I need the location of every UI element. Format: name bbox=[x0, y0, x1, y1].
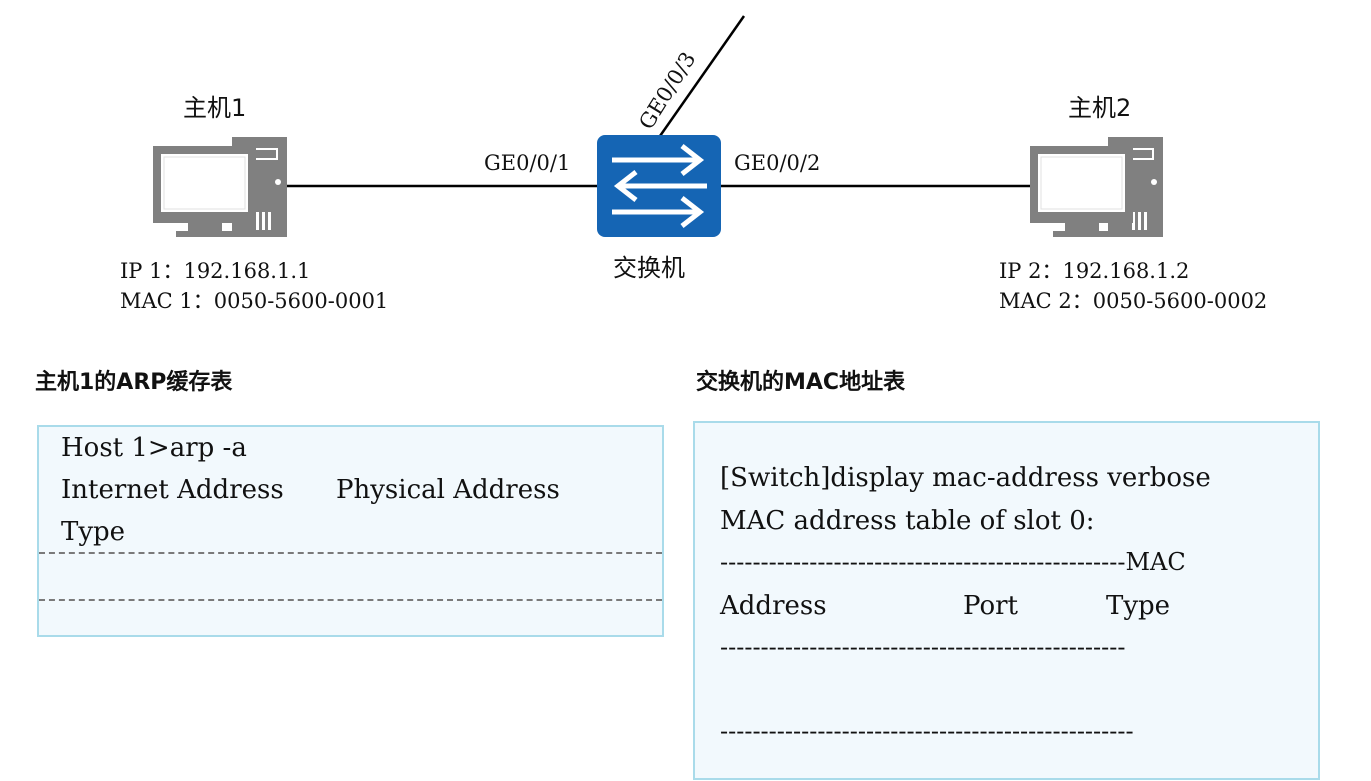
arp-command-line: Host 1>arp -a bbox=[61, 433, 247, 463]
mac-dash-line-bottom: ----------------------------------------… bbox=[720, 717, 1134, 745]
port-label-ge001: GE0/0/1 bbox=[484, 151, 571, 175]
arp-header-physical-address: Physical Address bbox=[336, 475, 560, 505]
host1-info: IP 1：192.168.1.1 MAC 1：0050-5600-0001 bbox=[120, 256, 388, 316]
arp-divider-top bbox=[39, 552, 662, 554]
arp-table-panel: Host 1>arp -a Internet Address Physical … bbox=[37, 425, 664, 637]
host2-info: IP 2：192.168.1.2 MAC 2：0050-5600-0002 bbox=[999, 256, 1267, 316]
mac-command-line: [Switch]display mac-address verbose bbox=[720, 463, 1211, 493]
mac-table-slot-line: MAC address table of slot 0: bbox=[720, 506, 1095, 536]
mac-dash-line-top: ----------------------------------------… bbox=[720, 633, 1126, 661]
host1-ip: IP 1：192.168.1.1 bbox=[120, 259, 311, 283]
mac-header-address: Address bbox=[720, 591, 827, 621]
switch-label: 交换机 bbox=[613, 254, 685, 282]
host2-pc-icon bbox=[1030, 137, 1163, 237]
arp-divider-bottom bbox=[39, 599, 662, 601]
mac-table-title: 交换机的MAC地址表 bbox=[696, 370, 906, 395]
arp-table-title: 主机1的ARP缓存表 bbox=[35, 370, 233, 395]
host2-ip: IP 2：192.168.1.2 bbox=[999, 259, 1190, 283]
arp-header-internet-address: Internet Address bbox=[61, 475, 284, 505]
port-label-ge002: GE0/0/2 bbox=[734, 151, 821, 175]
mac-header-port: Port bbox=[963, 591, 1018, 621]
host1-title: 主机1 bbox=[183, 94, 247, 122]
switch-icon bbox=[597, 135, 721, 237]
host2-mac: MAC 2：0050-5600-0002 bbox=[999, 289, 1268, 313]
host1-pc-icon bbox=[153, 137, 287, 237]
host2-title: 主机2 bbox=[1068, 94, 1132, 122]
mac-dash-mac-line: ----------------------------------------… bbox=[720, 548, 1186, 576]
mac-table-panel: [Switch]display mac-address verbose MAC … bbox=[693, 421, 1320, 780]
host1-mac: MAC 1：0050-5600-0001 bbox=[120, 289, 389, 313]
arp-header-type: Type bbox=[61, 517, 126, 547]
link-switch-uplink bbox=[658, 15, 746, 137]
mac-header-type: Type bbox=[1106, 591, 1171, 621]
